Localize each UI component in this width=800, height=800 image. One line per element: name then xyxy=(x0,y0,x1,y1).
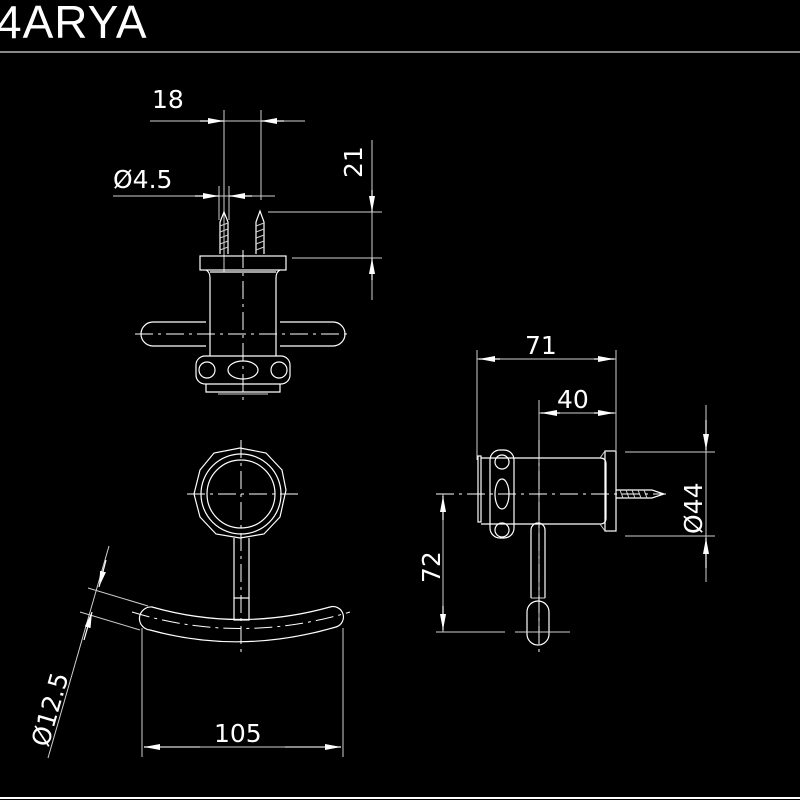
footer-divider xyxy=(0,797,800,799)
top-view: 18 Ø4.5 21 xyxy=(113,85,382,404)
dim-hook-tube-diameter: Ø12.5 xyxy=(26,669,75,749)
side-view: 71 40 Ø44 xyxy=(417,331,715,652)
dim-hook-width: 105 xyxy=(214,719,262,748)
product-title: 4ARYA xyxy=(0,0,148,48)
dim-base-diameter: Ø44 xyxy=(679,483,708,535)
dim-screw-diameter: Ø4.5 xyxy=(113,165,172,194)
dim-overall-depth: 71 xyxy=(525,331,557,360)
dim-hook-offset: 40 xyxy=(557,385,589,414)
wall-screws xyxy=(219,209,265,254)
header-divider xyxy=(0,51,800,53)
front-view: Ø12.5 105 xyxy=(26,440,351,759)
dim-hook-drop: 72 xyxy=(417,551,446,583)
dim-screw-spacing: 18 xyxy=(152,85,184,114)
dim-screw-length: 21 xyxy=(339,146,368,178)
